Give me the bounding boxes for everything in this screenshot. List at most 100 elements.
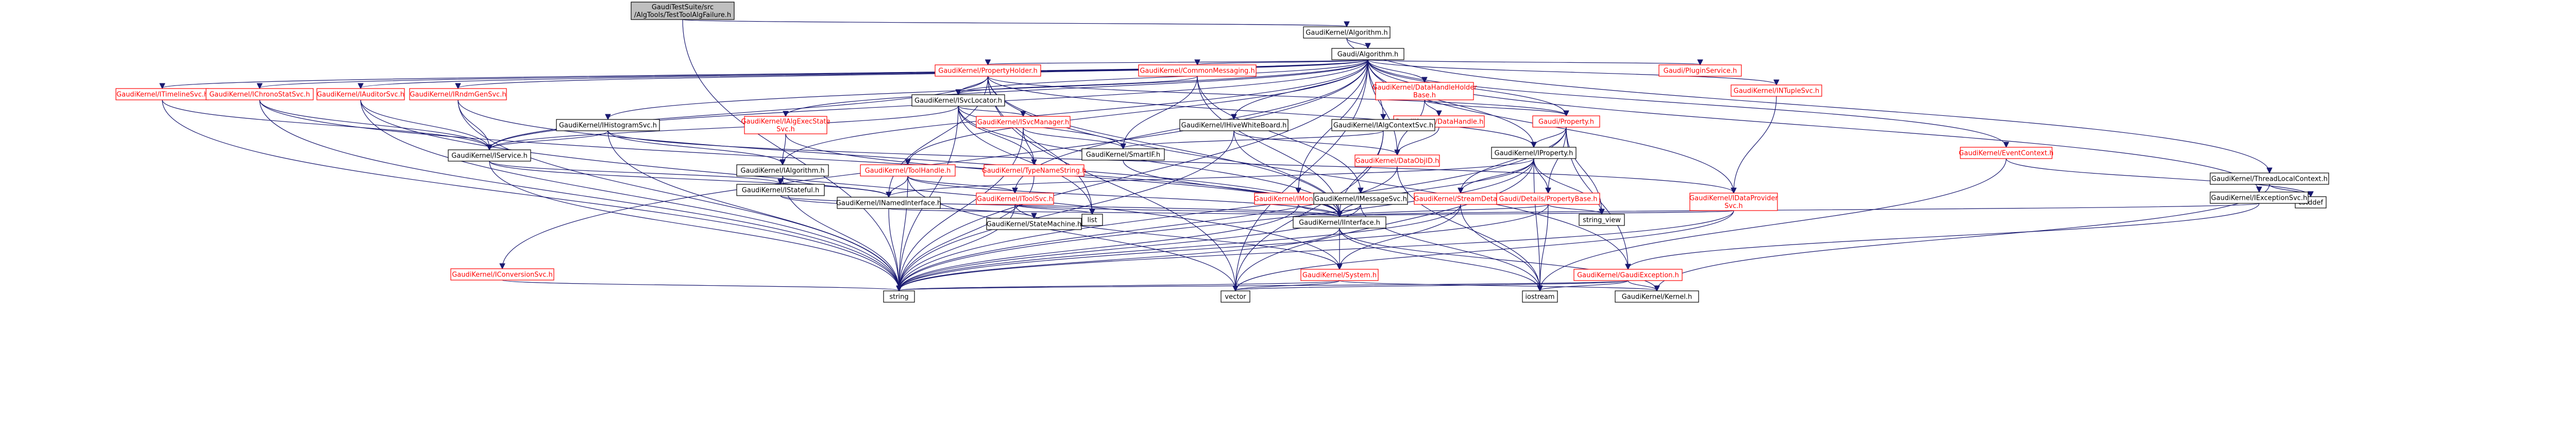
edge-isvclocator-to-typenamestring	[958, 106, 1034, 164]
node-label: GaudiKernel/SmartIF.h	[1086, 151, 1160, 159]
edge-itimeline-to-string	[162, 99, 899, 290]
node-label: GaudiKernel/GaudiException.h	[1577, 272, 1679, 280]
node-intuple[interactable]: GaudiKernel/INTupleSvc.h	[1731, 84, 1822, 97]
node-label: /AlgTools/TestToolAlgFailure.h	[634, 11, 731, 19]
edge-iservice-to-string	[489, 161, 899, 290]
node-box	[556, 119, 660, 131]
node-algorithm[interactable]: GaudiKernel/Algorithm.h	[1303, 26, 1391, 39]
node-label: Svc.h	[776, 126, 794, 133]
node-isvcmanager[interactable]: GaudiKernel/ISvcManager.h	[976, 116, 1071, 128]
node-iostream[interactable]: iostream	[1522, 290, 1558, 303]
edge-iexception-to-iinterface	[1340, 203, 2260, 216]
node-box	[911, 94, 1005, 107]
node-iinterface[interactable]: GaudiKernel/IInterface.h	[1293, 216, 1386, 229]
node-imessage[interactable]: GaudiKernel/IMessageSvc.h	[1313, 193, 1408, 205]
node-ialgorithm[interactable]: GaudiKernel/IAlgorithm.h	[736, 164, 829, 177]
node-box	[1491, 147, 1577, 159]
node-ihisto[interactable]: GaudiKernel/IHistogramSvc.h	[556, 119, 660, 131]
node-typenamestring[interactable]: GaudiKernel/TypeNameString.h	[982, 164, 1087, 177]
node-istateful[interactable]: GaudiKernel/IStateful.h	[736, 184, 825, 196]
edge-ialgorithm-to-istateful	[781, 176, 783, 184]
node-kernel[interactable]: GaudiKernel/Kernel.h	[1615, 290, 1699, 303]
node-eventcontext[interactable]: GaudiKernel/EventContext.h	[1959, 147, 2054, 159]
edge-iinterface-to-iostream	[1339, 228, 1540, 290]
node-label: GaudiKernel/IRndmGenSvc.h	[410, 91, 506, 99]
node-label: Gaudi/Algorithm.h	[1337, 51, 1399, 59]
node-prop-holder[interactable]: GaudiKernel/PropertyHolder.h	[935, 64, 1041, 77]
node-isvclocator[interactable]: GaudiKernel/ISvcLocator.h	[911, 94, 1005, 107]
node-system[interactable]: GaudiKernel/System.h	[1300, 269, 1379, 281]
node-iexception[interactable]: GaudiKernel/IExceptionSvc.h	[2210, 192, 2309, 204]
node-ostream[interactable]: GaudiKernel/StreamDetail.h	[1414, 193, 1507, 205]
edge-algorithm-to-tlc	[1346, 38, 2269, 172]
edge-common_msg-to-imessage	[1197, 76, 1361, 193]
node-box	[1658, 64, 1742, 77]
node-property-h[interactable]: Gaudi/Property.h	[1532, 115, 1600, 128]
node-box	[1081, 214, 1103, 226]
node-plugin-svc[interactable]: Gaudi/PluginService.h	[1658, 64, 1742, 77]
edge-datahandle_holder-to-datahandle	[1424, 99, 1439, 115]
edge-ialgcontext-to-smartif	[1123, 130, 1384, 148]
edge-iproperty-to-ostream	[1461, 158, 1534, 193]
node-root[interactable]: GaudiTestSuite/src/AlgTools/TestToolAlgF…	[631, 2, 735, 20]
node-iauditor[interactable]: GaudiKernel/IAuditorSvc.h	[316, 88, 405, 100]
edge-details_prop-to-iinterface	[1340, 204, 1549, 216]
node-iwhiteboard[interactable]: GaudiKernel/IHiveWhiteBoard.h	[1179, 119, 1289, 131]
node-string-view[interactable]: string_view	[1579, 214, 1625, 226]
node-iproperty[interactable]: GaudiKernel/IProperty.h	[1491, 147, 1577, 159]
node-iservice[interactable]: GaudiKernel/IService.h	[448, 149, 531, 162]
node-details-prop[interactable]: Gaudi/Details/PropertyBase.h	[1496, 193, 1600, 205]
node-ialgcontext[interactable]: GaudiKernel/IAlgContextSvc.h	[1331, 119, 1435, 131]
edge-property_h-to-details_prop	[1548, 127, 1567, 193]
edge-ialg-to-prop_holder	[988, 60, 1368, 64]
node-label: string	[889, 293, 908, 301]
edge-details_prop-to-string	[899, 204, 1549, 290]
edge-ialg-to-common_msg	[1197, 60, 1368, 64]
edge-ialg-to-toolhandle	[908, 59, 1368, 164]
edge-ihisto-to-string	[607, 130, 899, 290]
node-label: GaudiKernel/TypeNameString.h	[982, 167, 1087, 175]
node-tlc[interactable]: GaudiKernel/ThreadLocalContext.h	[2210, 172, 2329, 185]
node-inamed[interactable]: GaudiKernel/INamedInterface.h	[836, 197, 941, 209]
node-common-msg[interactable]: GaudiKernel/CommonMessaging.h	[1138, 64, 1257, 77]
edge-dataobjid-to-iostream	[1397, 166, 1540, 290]
node-list[interactable]: list	[1081, 214, 1103, 226]
node-dataobjid[interactable]: GaudiKernel/DataObjID.h	[1354, 154, 1440, 167]
node-label: GaudiKernel/ThreadLocalContext.h	[2211, 176, 2328, 183]
edge-ialgorithm-to-string	[782, 176, 899, 290]
node-itimeline[interactable]: GaudiKernel/ITimelineSvc.h	[115, 88, 209, 100]
node-irndm[interactable]: GaudiKernel/IRndmGenSvc.h	[409, 88, 507, 100]
edge-datahandle-to-dataobjid	[1397, 127, 1439, 154]
node-ichrono[interactable]: GaudiKernel/IChronoStatSvc.h	[206, 88, 314, 100]
node-box	[316, 88, 405, 100]
node-iconversion[interactable]: GaudiKernel/IConversionSvc.h	[450, 268, 554, 281]
node-box	[1496, 193, 1600, 205]
node-label: GaudiKernel/IConversionSvc.h	[452, 271, 553, 279]
edge-root-to-string	[682, 19, 899, 290]
node-ialg[interactable]: Gaudi/Algorithm.h	[1331, 48, 1404, 60]
node-vector[interactable]: vector	[1221, 290, 1250, 303]
edge-iproperty-to-details_prop	[1533, 158, 1548, 193]
edge-gaudiexception-to-vector	[1235, 280, 1629, 290]
edge-isvcmanager-to-typenamestring	[1023, 127, 1034, 164]
edge-prop_holder-to-iproperty	[987, 76, 1534, 147]
node-box	[1354, 154, 1440, 167]
node-label: Svc.h	[1724, 202, 1742, 210]
node-box	[1300, 269, 1379, 281]
edge-ialg-to-intuple	[1367, 59, 1776, 84]
node-toolhandle[interactable]: GaudiKernel/ToolHandle.h	[860, 164, 956, 177]
node-label: GaudiKernel/IProperty.h	[1495, 150, 1573, 158]
node-label: GaudiKernel/IStateful.h	[742, 187, 819, 195]
node-gaudiexception[interactable]: GaudiKernel/GaudiException.h	[1573, 269, 1683, 281]
node-smartif[interactable]: GaudiKernel/SmartIF.h	[1081, 148, 1165, 161]
node-box	[837, 197, 941, 209]
edge-prop_holder-to-iservice	[489, 76, 989, 149]
edge-ialg-to-plugin_svc	[1367, 60, 1700, 64]
node-itoolsvc[interactable]: GaudiKernel/IToolSvc.h	[976, 193, 1054, 205]
node-string[interactable]: string	[883, 290, 915, 303]
node-statemachine[interactable]: GaudiKernel/StateMachine.h	[986, 218, 1082, 230]
edge-ialg-to-iconversion	[502, 59, 1368, 268]
